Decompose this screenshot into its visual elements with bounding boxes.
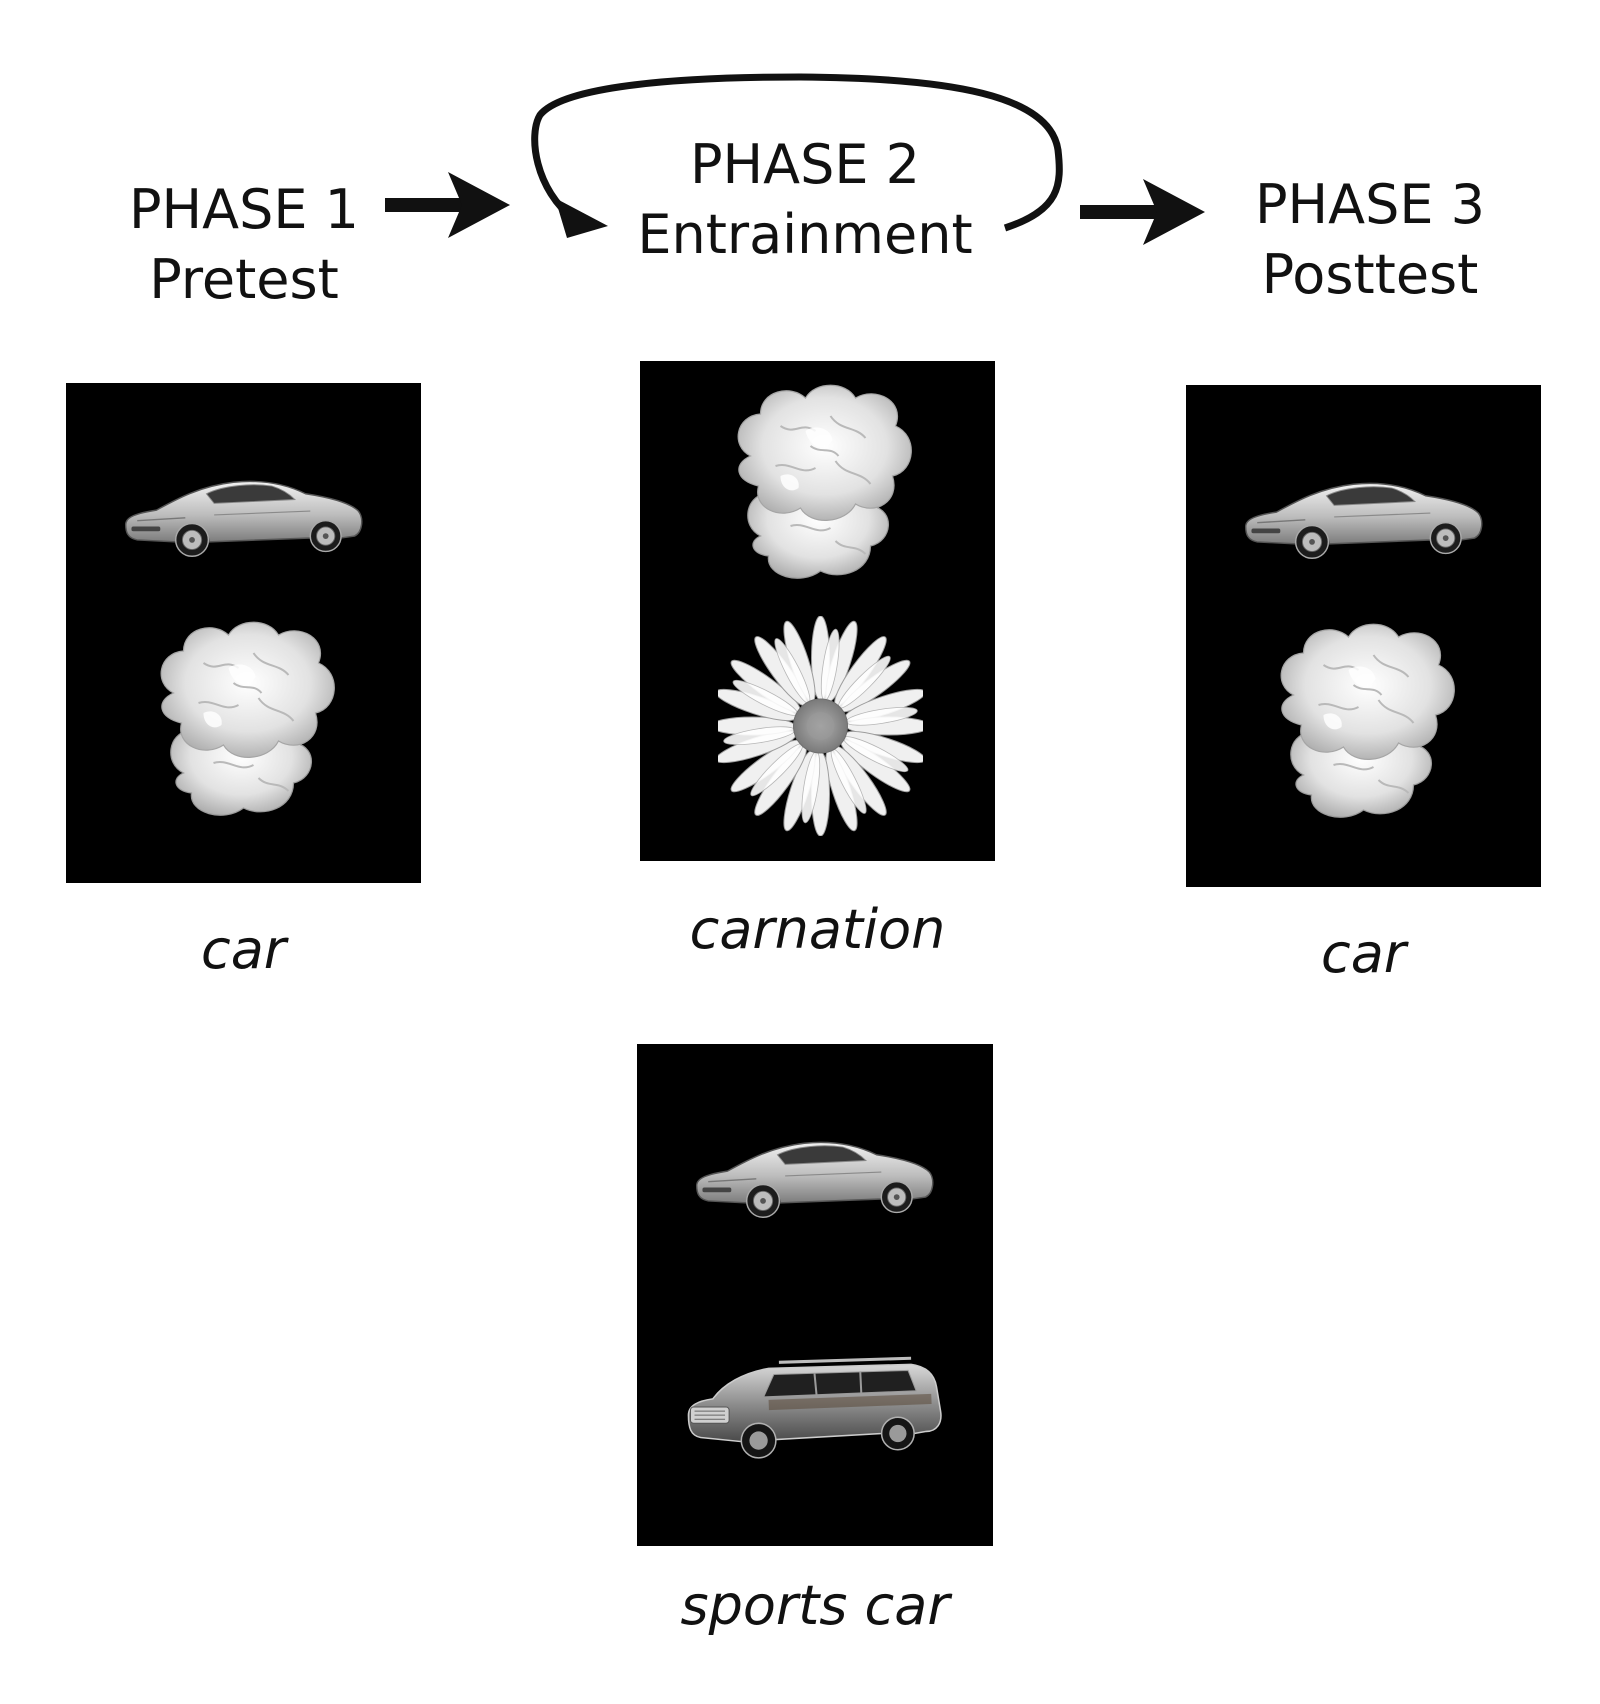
- phase-1-name: Pretest: [149, 248, 339, 311]
- phase-3-name: Posttest: [1261, 243, 1479, 306]
- posttest-stimulus-panel: [1186, 385, 1541, 887]
- phase-2-name: Entrainment: [637, 203, 973, 266]
- carnation-icon: [718, 376, 923, 596]
- entrainment-cars-panel: [637, 1044, 993, 1546]
- loop-arrow-phase2: [531, 73, 1063, 238]
- phase-2-number: PHASE 2: [689, 133, 921, 196]
- station-wagon-icon: [682, 1344, 947, 1466]
- daisy-icon: [718, 616, 923, 836]
- phase-1-label: PHASE 1 Pretest: [124, 175, 364, 315]
- entrainment-flowers-panel: [640, 361, 995, 861]
- phase-3-label: PHASE 3 Posttest: [1230, 170, 1510, 310]
- carnation-icon: [1261, 615, 1466, 835]
- sports-car-icon: [1238, 465, 1488, 565]
- posttest-caption: car: [1321, 922, 1406, 985]
- sports-car-icon: [118, 463, 368, 563]
- pretest-stimulus-panel: [66, 383, 421, 883]
- phase-2-label: PHASE 2 Entrainment: [635, 130, 975, 270]
- entrainment-cars-caption: sports car: [680, 1574, 950, 1637]
- arrow-phase2-to-phase3: [1080, 179, 1205, 245]
- flow-arrows: [385, 73, 1205, 245]
- phase-1-number: PHASE 1: [128, 178, 360, 241]
- pretest-caption: car: [201, 918, 286, 981]
- phase-3-number: PHASE 3: [1254, 173, 1486, 236]
- entrainment-flowers-caption: carnation: [689, 898, 946, 961]
- arrow-phase1-to-phase2: [385, 172, 510, 238]
- sports-car-icon: [689, 1124, 939, 1224]
- carnation-icon: [141, 613, 346, 833]
